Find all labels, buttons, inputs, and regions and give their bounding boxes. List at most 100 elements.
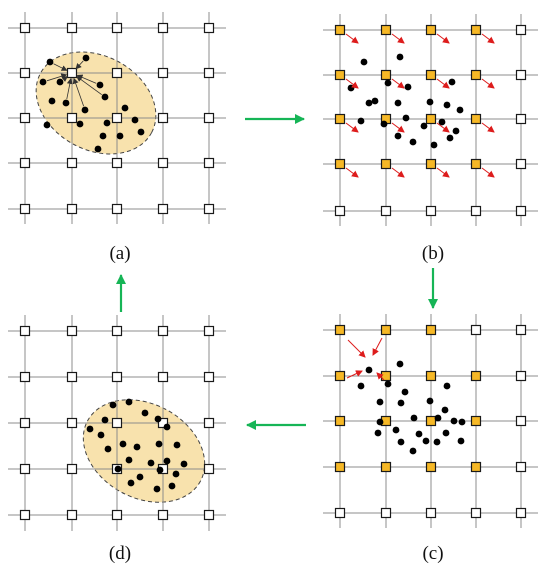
grid-node [66,157,78,169]
grid-node [157,157,169,169]
particle [396,360,404,368]
grid-node [157,67,169,79]
grid-node [66,463,78,475]
particle [101,93,109,101]
grid-node [111,325,123,337]
active-grid-node [470,415,482,427]
particle-region [82,399,206,503]
particle [168,482,176,490]
grid-node [19,67,31,79]
particle [438,118,446,126]
grid-node [470,324,482,336]
particle [384,79,392,87]
particle [43,121,51,129]
particle [426,98,434,106]
particle [99,132,107,140]
particle-region [35,51,157,155]
gather-arrow [61,75,68,82]
particle [430,141,438,149]
grid-node [425,205,437,217]
transfer-arrow [436,167,450,178]
particle [380,120,388,128]
active-grid-node [380,324,392,336]
grid-node [66,203,78,215]
grid-node [515,324,527,336]
grid-node [203,371,215,383]
grid-node [19,157,31,169]
particle [96,81,104,89]
grid-node [334,205,346,217]
grid-node [66,371,78,383]
particle [374,429,382,437]
transfer-arrow [481,78,495,89]
particle [376,398,384,406]
grid-node [19,22,31,34]
grid-node [203,325,215,337]
grid-node [334,507,346,519]
particle [357,117,365,125]
particle [392,426,400,434]
particle [446,134,454,142]
grid-node [515,415,527,427]
particle [371,97,379,105]
transfer-arrow [347,339,366,358]
active-grid-node [380,461,392,473]
particle [396,53,404,61]
transfer-arrow [481,167,495,178]
particle [136,473,144,481]
grid-node [19,417,31,429]
particle [422,437,430,445]
grid-node [515,24,527,36]
active-grid-node [334,461,346,473]
active-grid-node [380,24,392,36]
active-grid-node [334,113,346,125]
active-grid-node [425,415,437,427]
gather-arrow [76,75,103,95]
active-grid-node [334,24,346,36]
transfer-arrow [436,78,450,89]
grid-node [157,509,169,521]
particle [133,443,141,451]
active-grid-node [425,370,437,382]
particle [163,423,171,431]
particle [172,470,180,478]
particle [86,425,94,433]
grid-node [515,205,527,217]
grid-node [380,507,392,519]
particle [409,138,417,146]
particle [156,466,164,474]
grid-node [19,509,31,521]
active-grid-node [470,370,482,382]
particle [97,431,105,439]
active-grid-node [425,113,437,125]
particle [155,440,163,448]
active-grid-node [334,370,346,382]
particle [173,441,181,449]
particle [76,120,84,128]
active-grid-node [334,158,346,170]
grid-node [470,507,482,519]
particle [153,485,161,493]
grid-node [66,325,78,337]
active-grid-node [470,461,482,473]
particle [450,417,458,425]
transfer-arrow [436,122,450,133]
particle [127,479,135,487]
grid-node [203,157,215,169]
active-grid-node [334,324,346,336]
grid-node [203,112,215,124]
gather-arrow [72,77,85,107]
transfer-arrow [391,33,405,44]
particle [154,415,162,423]
grid-node [157,22,169,34]
panel-a [8,12,226,224]
particle [121,104,129,112]
transfer-arrow [391,167,405,178]
grid-node [203,417,215,429]
particle [114,465,122,473]
particle [365,366,373,374]
panel-d-label: (d) [108,543,132,564]
transfer-arrow [346,370,363,379]
gather-arrow [66,77,73,100]
panel-c-label: (c) [422,543,444,564]
